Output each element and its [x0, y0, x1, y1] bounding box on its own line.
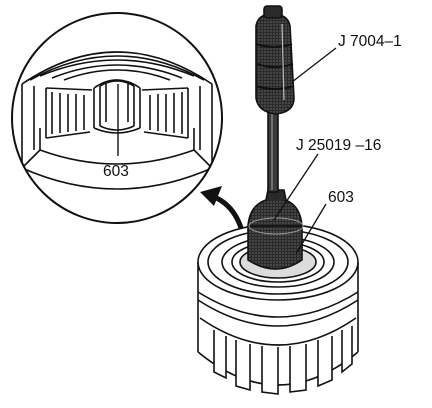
leader-lines [273, 47, 337, 255]
slide-hammer-label: J 7004–1 [338, 33, 402, 50]
detail-view: 603 [11, 12, 223, 224]
remover-label: J 25019 –16 [296, 137, 381, 154]
bushing-label: 603 [328, 189, 354, 206]
slide-hammer [255, 5, 295, 193]
detail-bushing-label: 603 [103, 163, 129, 180]
remover-tool [247, 189, 304, 270]
